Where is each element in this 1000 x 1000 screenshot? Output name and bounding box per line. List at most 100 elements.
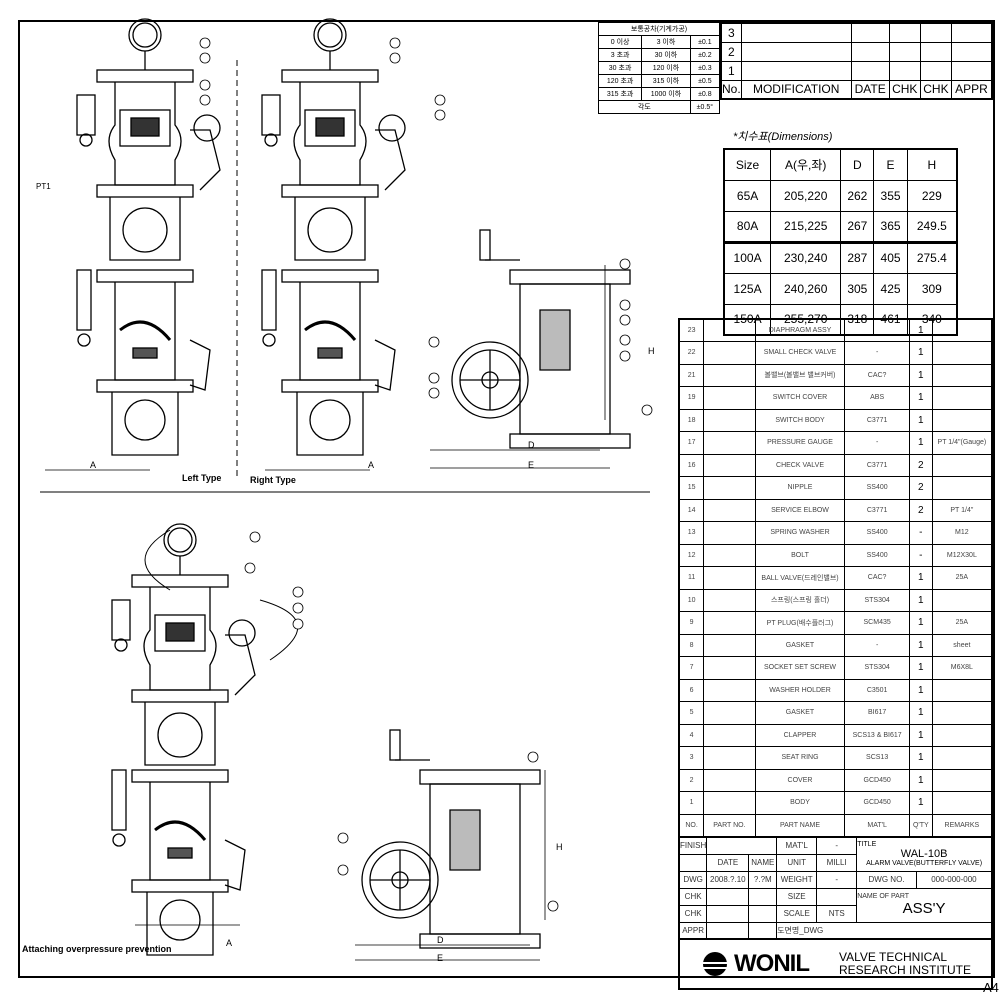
- table-cell: ABS: [844, 386, 910, 410]
- table-cell: PART NAME: [754, 813, 846, 837]
- table-cell: 1: [908, 656, 933, 680]
- table-cell: STS304: [844, 656, 910, 680]
- table-cell: 1: [908, 341, 933, 365]
- table-cell: [703, 318, 756, 342]
- revision-header: DATE: [850, 79, 890, 100]
- dim-a-bottom: A: [226, 938, 233, 948]
- table-cell: NO.: [678, 813, 705, 837]
- revision-header: APPR: [951, 79, 993, 100]
- table-cell: 4: [678, 723, 705, 747]
- table-cell: BODY: [754, 791, 846, 815]
- institute-line1: VALVE TECHNICAL: [838, 950, 948, 964]
- institute-line2: RESEARCH INSTITUTE: [838, 963, 971, 977]
- table-cell: 100A: [723, 241, 772, 274]
- table-cell: [703, 566, 756, 590]
- appr-label: APPR: [678, 921, 708, 940]
- table-cell: M6X8L: [931, 656, 993, 680]
- dimensions-caption: *치수표(Dimensions): [733, 131, 833, 143]
- table-cell: 18: [678, 408, 705, 432]
- table-cell: [931, 701, 993, 725]
- table-cell: 1: [908, 588, 933, 612]
- company-logo: WONIL: [734, 950, 810, 977]
- rev-mark: 3: [720, 22, 742, 43]
- table-cell: PT 1/4"(Gauge): [931, 431, 993, 455]
- table-cell: [931, 408, 993, 432]
- table-cell: [931, 363, 993, 387]
- table-cell: [931, 476, 993, 500]
- left-type-label: Left Type: [182, 473, 222, 483]
- weight-value: -: [816, 870, 858, 889]
- table-cell: 309: [906, 272, 958, 305]
- table-cell: [931, 678, 993, 702]
- rev-mark: 2: [720, 41, 742, 62]
- table-cell: sheet: [931, 633, 993, 657]
- table-cell: [703, 363, 756, 387]
- table-cell: 12: [678, 543, 705, 567]
- table-cell: 275.4: [906, 241, 958, 274]
- table-cell: 17: [678, 431, 705, 455]
- valve-overpressure-section: [110, 768, 247, 957]
- table-cell: 1: [908, 701, 933, 725]
- table-cell: 1: [908, 611, 933, 635]
- table-cell: 365: [873, 210, 908, 243]
- table-cell: 1: [908, 386, 933, 410]
- table-cell: ±0.2: [689, 48, 721, 62]
- table-cell: 1: [908, 566, 933, 590]
- matl-label: MAT'L: [776, 836, 818, 855]
- table-cell: BALL VALVE(드레인밸브): [754, 566, 846, 590]
- dim-d-bottom: D: [437, 935, 444, 945]
- table-cell: 1: [908, 363, 933, 387]
- table-cell: REMARKS: [931, 813, 993, 837]
- table-cell: [703, 498, 756, 522]
- chk-label: CHK: [678, 887, 708, 906]
- table-cell: 125A: [723, 272, 772, 305]
- table-cell: GCD450: [844, 791, 910, 815]
- dim-a-left: A: [90, 460, 97, 470]
- valve-top-left: [76, 18, 221, 261]
- table-cell: [703, 476, 756, 500]
- table-cell: SPRING WASHER: [754, 521, 846, 545]
- table-cell: [931, 768, 993, 792]
- matl-value: -: [816, 836, 858, 855]
- table-cell: SCS13 & BI617: [844, 723, 910, 747]
- table-cell: [703, 768, 756, 792]
- table-cell: 405: [873, 241, 908, 274]
- table-cell: MAT'L: [844, 813, 910, 837]
- table-cell: [703, 431, 756, 455]
- table-cell: ±0.8: [689, 87, 721, 101]
- table-cell: GASKET: [754, 633, 846, 657]
- dim-h-bottom: H: [556, 842, 563, 852]
- table-cell: 5: [678, 701, 705, 725]
- title-label: TITLE: [857, 841, 877, 849]
- table-cell: BI617: [844, 701, 910, 725]
- table-cell: 1: [908, 746, 933, 770]
- table-cell: 267: [840, 210, 875, 243]
- table-cell: [703, 791, 756, 815]
- table-cell: [931, 746, 993, 770]
- table-cell: [931, 588, 993, 612]
- table-cell: [931, 791, 993, 815]
- unit-value: MILLI: [816, 853, 858, 872]
- table-cell: [703, 521, 756, 545]
- table-cell: [703, 408, 756, 432]
- table-cell: 65A: [723, 179, 772, 212]
- valve-section-left: [75, 268, 212, 457]
- table-cell: [931, 453, 993, 477]
- dwg-name: ?.?M: [748, 870, 778, 889]
- finish-label: FINISH: [678, 836, 708, 855]
- table-cell: [703, 701, 756, 725]
- table-cell: 13: [678, 521, 705, 545]
- table-cell: 11: [678, 566, 705, 590]
- table-cell: C3771: [844, 408, 910, 432]
- table-cell: 2: [908, 476, 933, 500]
